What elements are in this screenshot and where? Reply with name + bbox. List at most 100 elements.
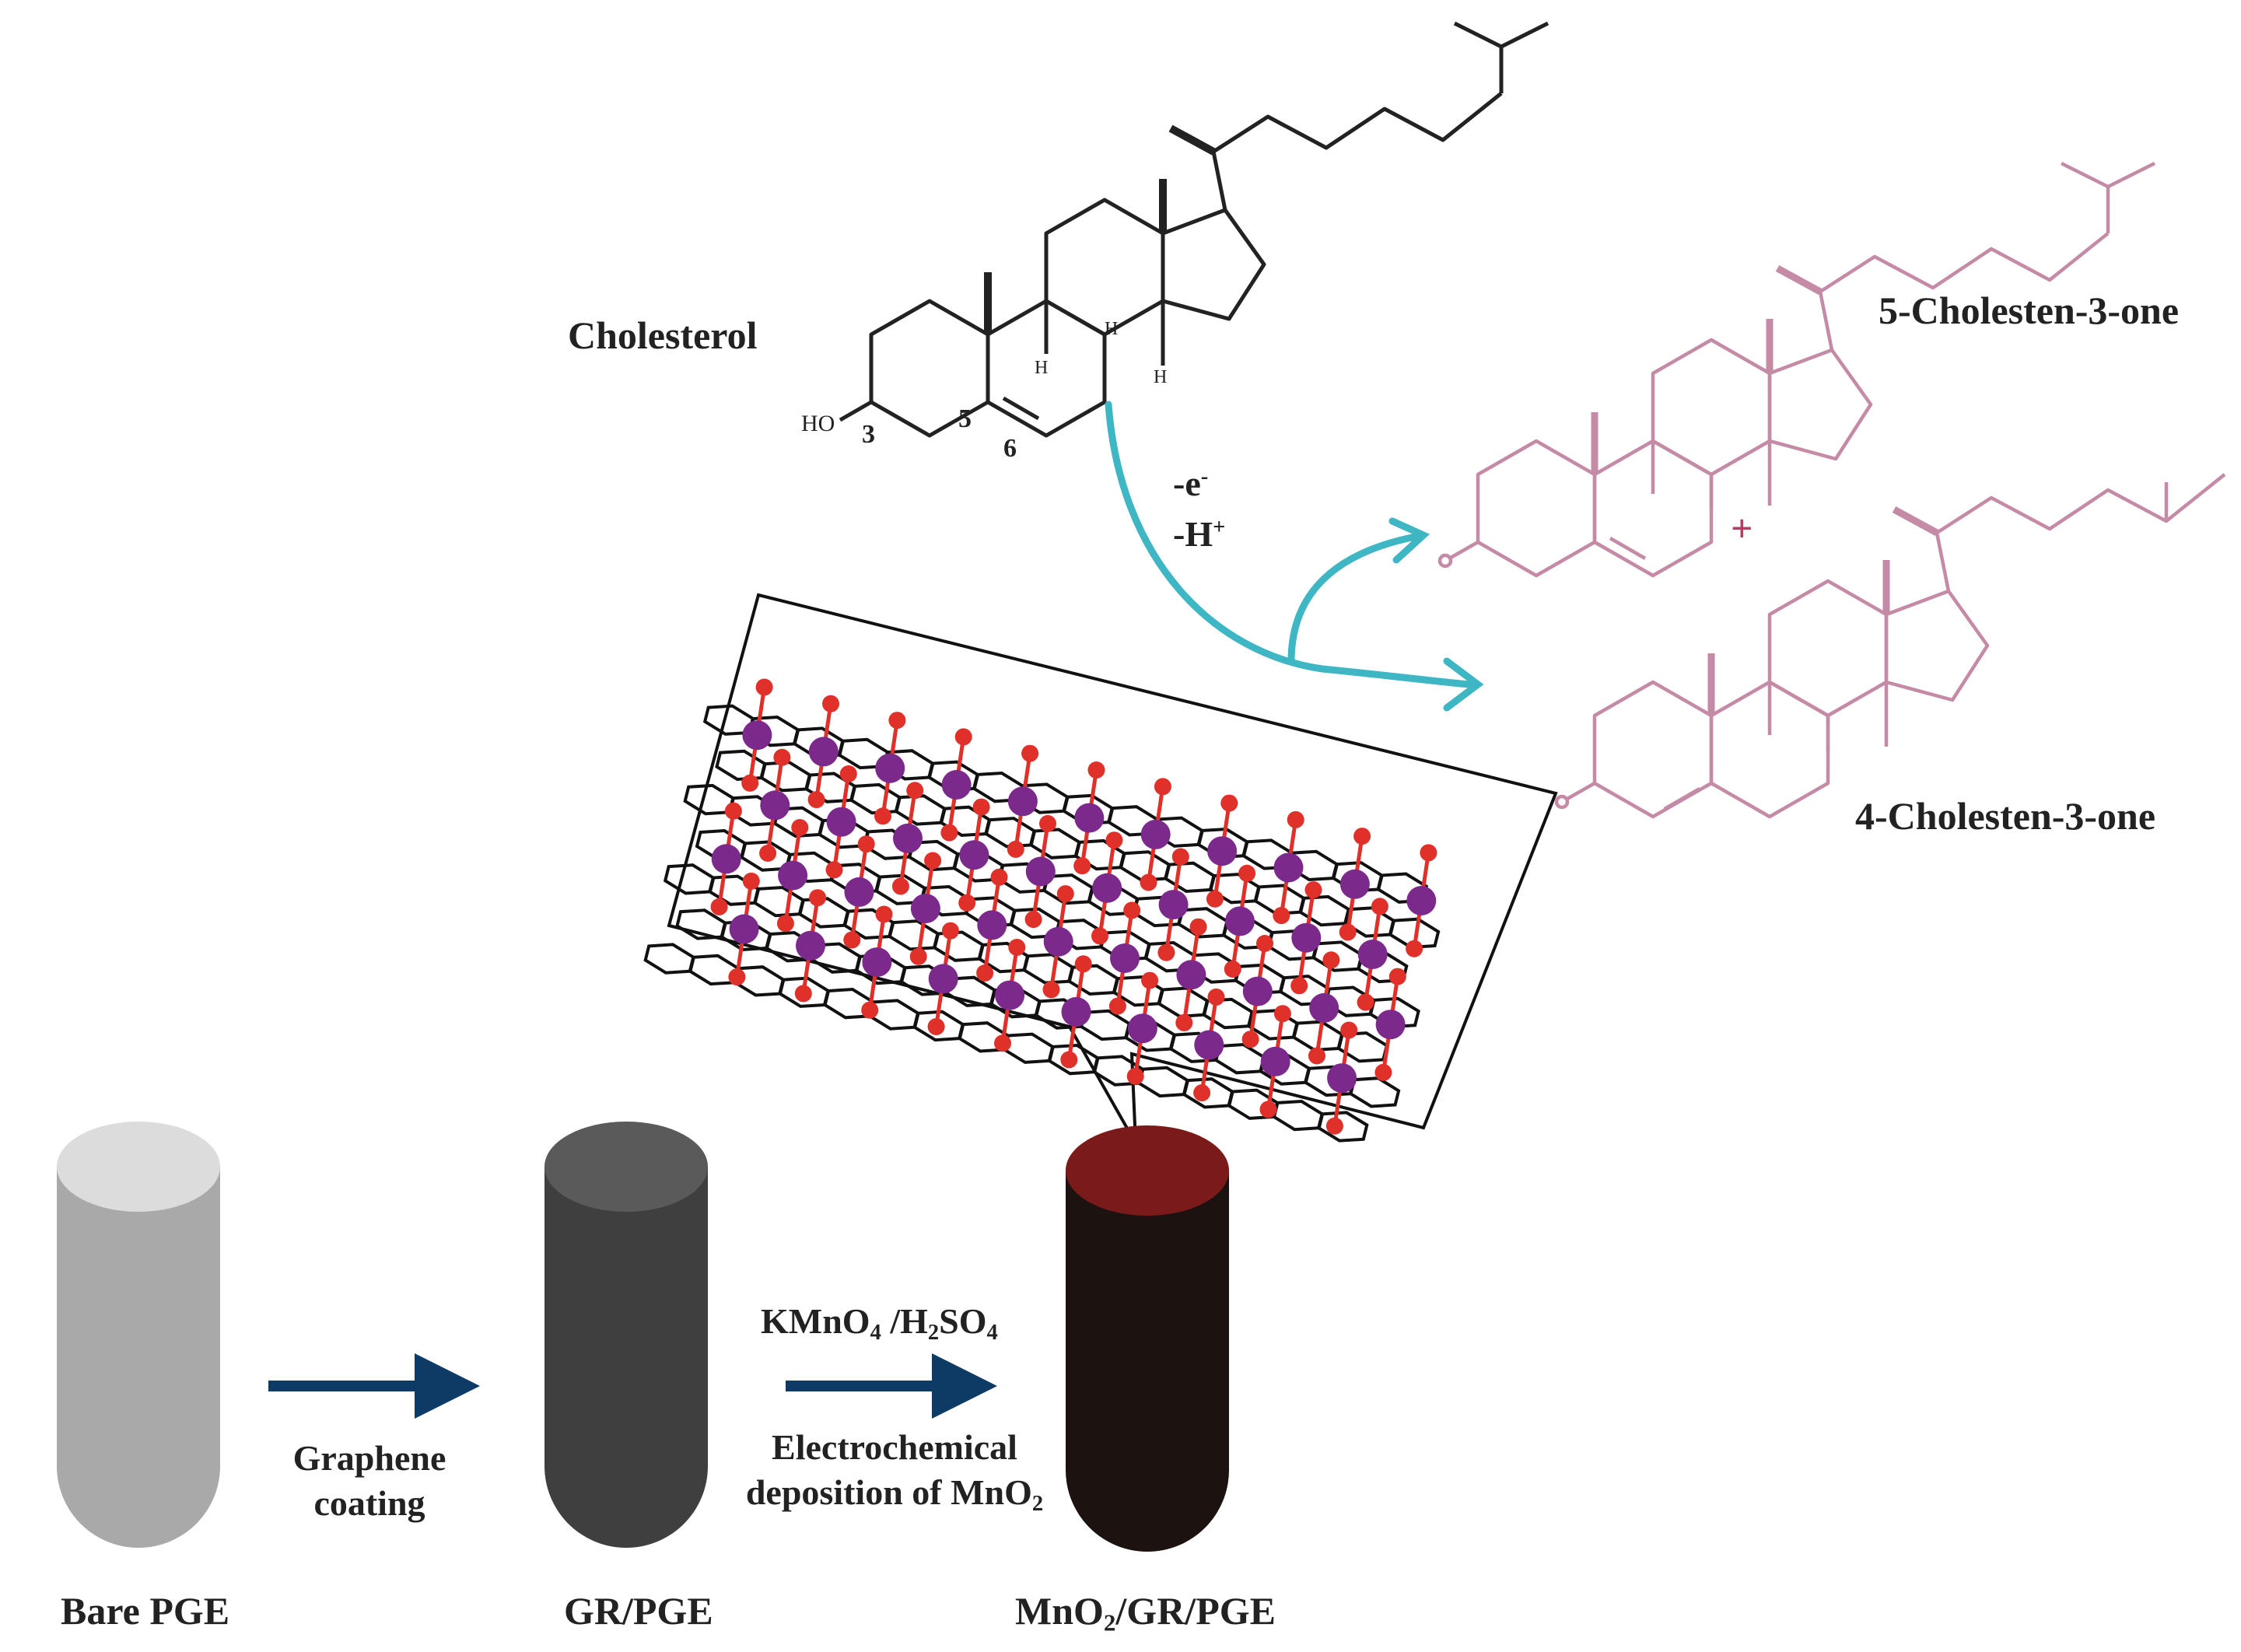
oxygen-atom: [1353, 828, 1371, 845]
oxygen-atom: [1042, 981, 1060, 999]
electrode-body: [1066, 1171, 1229, 1552]
manganese-atom: [760, 790, 790, 821]
manganese-atom: [826, 807, 856, 837]
oxygen-atom: [1388, 968, 1406, 985]
oxygen-atom: [710, 898, 728, 915]
oxygen-atom: [843, 931, 861, 949]
manganese-atom: [959, 840, 989, 870]
oxygen-atom: [1039, 814, 1056, 832]
oxygen-atom: [1189, 918, 1207, 936]
oxygen-atom: [1171, 848, 1189, 866]
manganese-atom: [1273, 852, 1304, 883]
mno2-graphene-callout: [643, 593, 1558, 1144]
label-bare-pge: Bare PGE: [61, 1589, 230, 1633]
oxygen-atom: [1220, 794, 1238, 812]
oxygen-atom: [1339, 923, 1357, 941]
manganese-atom: [1291, 922, 1322, 953]
manganese-atom: [1074, 803, 1105, 833]
oxygen-atom: [742, 872, 760, 890]
oxygen-atom: [1357, 993, 1374, 1011]
reaction-curve-arrow: [1105, 401, 1474, 688]
manganese-atom: [875, 753, 905, 783]
oxygen-atom: [728, 968, 746, 986]
product-4-cholesten-structure: [1554, 473, 2226, 819]
oxygen-atom: [924, 852, 942, 870]
label-5-cholesten-3-one: 5-Cholesten-3-one: [1879, 289, 2180, 332]
oxygen-atom: [857, 835, 875, 853]
oxygen-atom: [927, 1018, 945, 1035]
mno2-graphene-lattice: [643, 678, 1441, 1143]
oxygen-atom: [1287, 810, 1304, 828]
manganese-atom: [1327, 1063, 1357, 1094]
oxygen-atom: [1308, 1047, 1325, 1065]
oxygen-atom: [874, 807, 891, 825]
oxygen-atom: [1273, 1005, 1291, 1023]
oxygen-atom: [958, 894, 976, 912]
manganese-atom: [941, 770, 972, 800]
electrode-body: [57, 1167, 220, 1548]
oxygen-atom: [809, 889, 827, 907]
manganese-atom: [1406, 886, 1437, 915]
oxygen-atom: [1325, 1117, 1343, 1135]
label-mno2-gr-pge: MnO2/GR/PGE: [1015, 1589, 1276, 1636]
oxygen-atom: [906, 782, 924, 800]
oxygen-atom: [741, 774, 759, 792]
oxygen-atom: [822, 695, 839, 712]
arrowhead-product-1: [1388, 517, 1430, 564]
oxygen-atom: [1206, 890, 1224, 908]
oxygen-atom: [891, 877, 909, 895]
manganese-atom: [742, 720, 772, 751]
oxygen-atom: [1140, 873, 1157, 891]
manganese-atom: [1007, 786, 1038, 817]
oxygen-atom: [875, 905, 893, 923]
electrode-1: [57, 1122, 220, 1548]
manganese-atom: [910, 894, 940, 924]
oxygen-atom: [1224, 961, 1241, 978]
label-c5: 5: [958, 404, 972, 433]
manganese-atom: [977, 910, 1007, 940]
manganese-atom: [1127, 1013, 1157, 1044]
oxygen-atom: [1126, 1067, 1144, 1085]
oxygen-atom: [1157, 943, 1175, 961]
oxygen-atom: [1024, 911, 1042, 929]
graphene-ring: [1003, 1032, 1055, 1064]
manganese-atom: [796, 930, 825, 961]
oxygen-atom: [954, 728, 972, 746]
arrowhead-product-2: [1443, 657, 1484, 712]
electrode-3: [1066, 1125, 1229, 1552]
oxygen-atom: [990, 868, 1008, 886]
reaction-arrows: [1105, 401, 1484, 712]
label-electron-loss: -e-: [1173, 464, 1209, 503]
oxygen-atom: [994, 1034, 1011, 1052]
graphene-ring: [1272, 1099, 1324, 1132]
label-electrochemical-deposition: Electrochemical deposition of MnO2: [723, 1425, 1066, 1527]
oxygen-atom: [1021, 744, 1039, 762]
manganese-atom: [995, 980, 1025, 1010]
oxygen-atom: [1238, 864, 1256, 882]
branch-arrow-product-1: [1287, 533, 1420, 665]
graphene-coating-line2: coating: [313, 1483, 425, 1523]
oxygen-atom: [888, 712, 906, 730]
oxygen-atom: [940, 824, 958, 842]
oxygen-atom: [976, 964, 994, 982]
manganese-atom: [1092, 873, 1122, 903]
manganese-atom: [1242, 976, 1273, 1006]
oxygen-atom: [1256, 935, 1273, 952]
graphene-ring: [1376, 872, 1429, 904]
label-h-9: H: [1035, 358, 1049, 378]
oxygen-atom: [1008, 939, 1026, 956]
manganese-atom: [1225, 906, 1255, 936]
graphene-ring: [1137, 1066, 1189, 1098]
graphene-ring: [643, 943, 695, 975]
label-c6: 6: [1003, 434, 1017, 463]
label-proton-loss: -H+: [1173, 514, 1226, 554]
oxygen-atom: [1340, 1021, 1358, 1039]
manganese-atom: [1309, 992, 1339, 1023]
manganese-atom: [844, 877, 874, 907]
electrode-top: [1066, 1125, 1229, 1216]
cholesterol-structure: [839, 21, 1549, 438]
electrode-2: [544, 1122, 708, 1548]
label-reagent: KMnO4 /H2SO4: [761, 1301, 998, 1345]
manganese-atom: [1043, 926, 1073, 957]
oxygen-atom: [759, 845, 777, 862]
